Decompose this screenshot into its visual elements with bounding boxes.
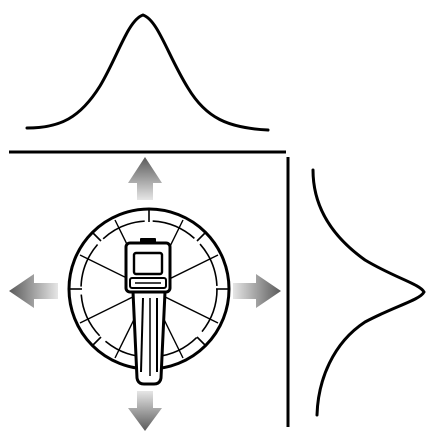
side-bell-curve: [313, 170, 424, 415]
arrow-left-icon: [9, 274, 58, 308]
arrow-right-icon: [233, 274, 281, 308]
arrow-down-icon: [128, 391, 162, 431]
top-bell-curve: [27, 15, 268, 130]
arrow-up-icon: [128, 157, 162, 200]
